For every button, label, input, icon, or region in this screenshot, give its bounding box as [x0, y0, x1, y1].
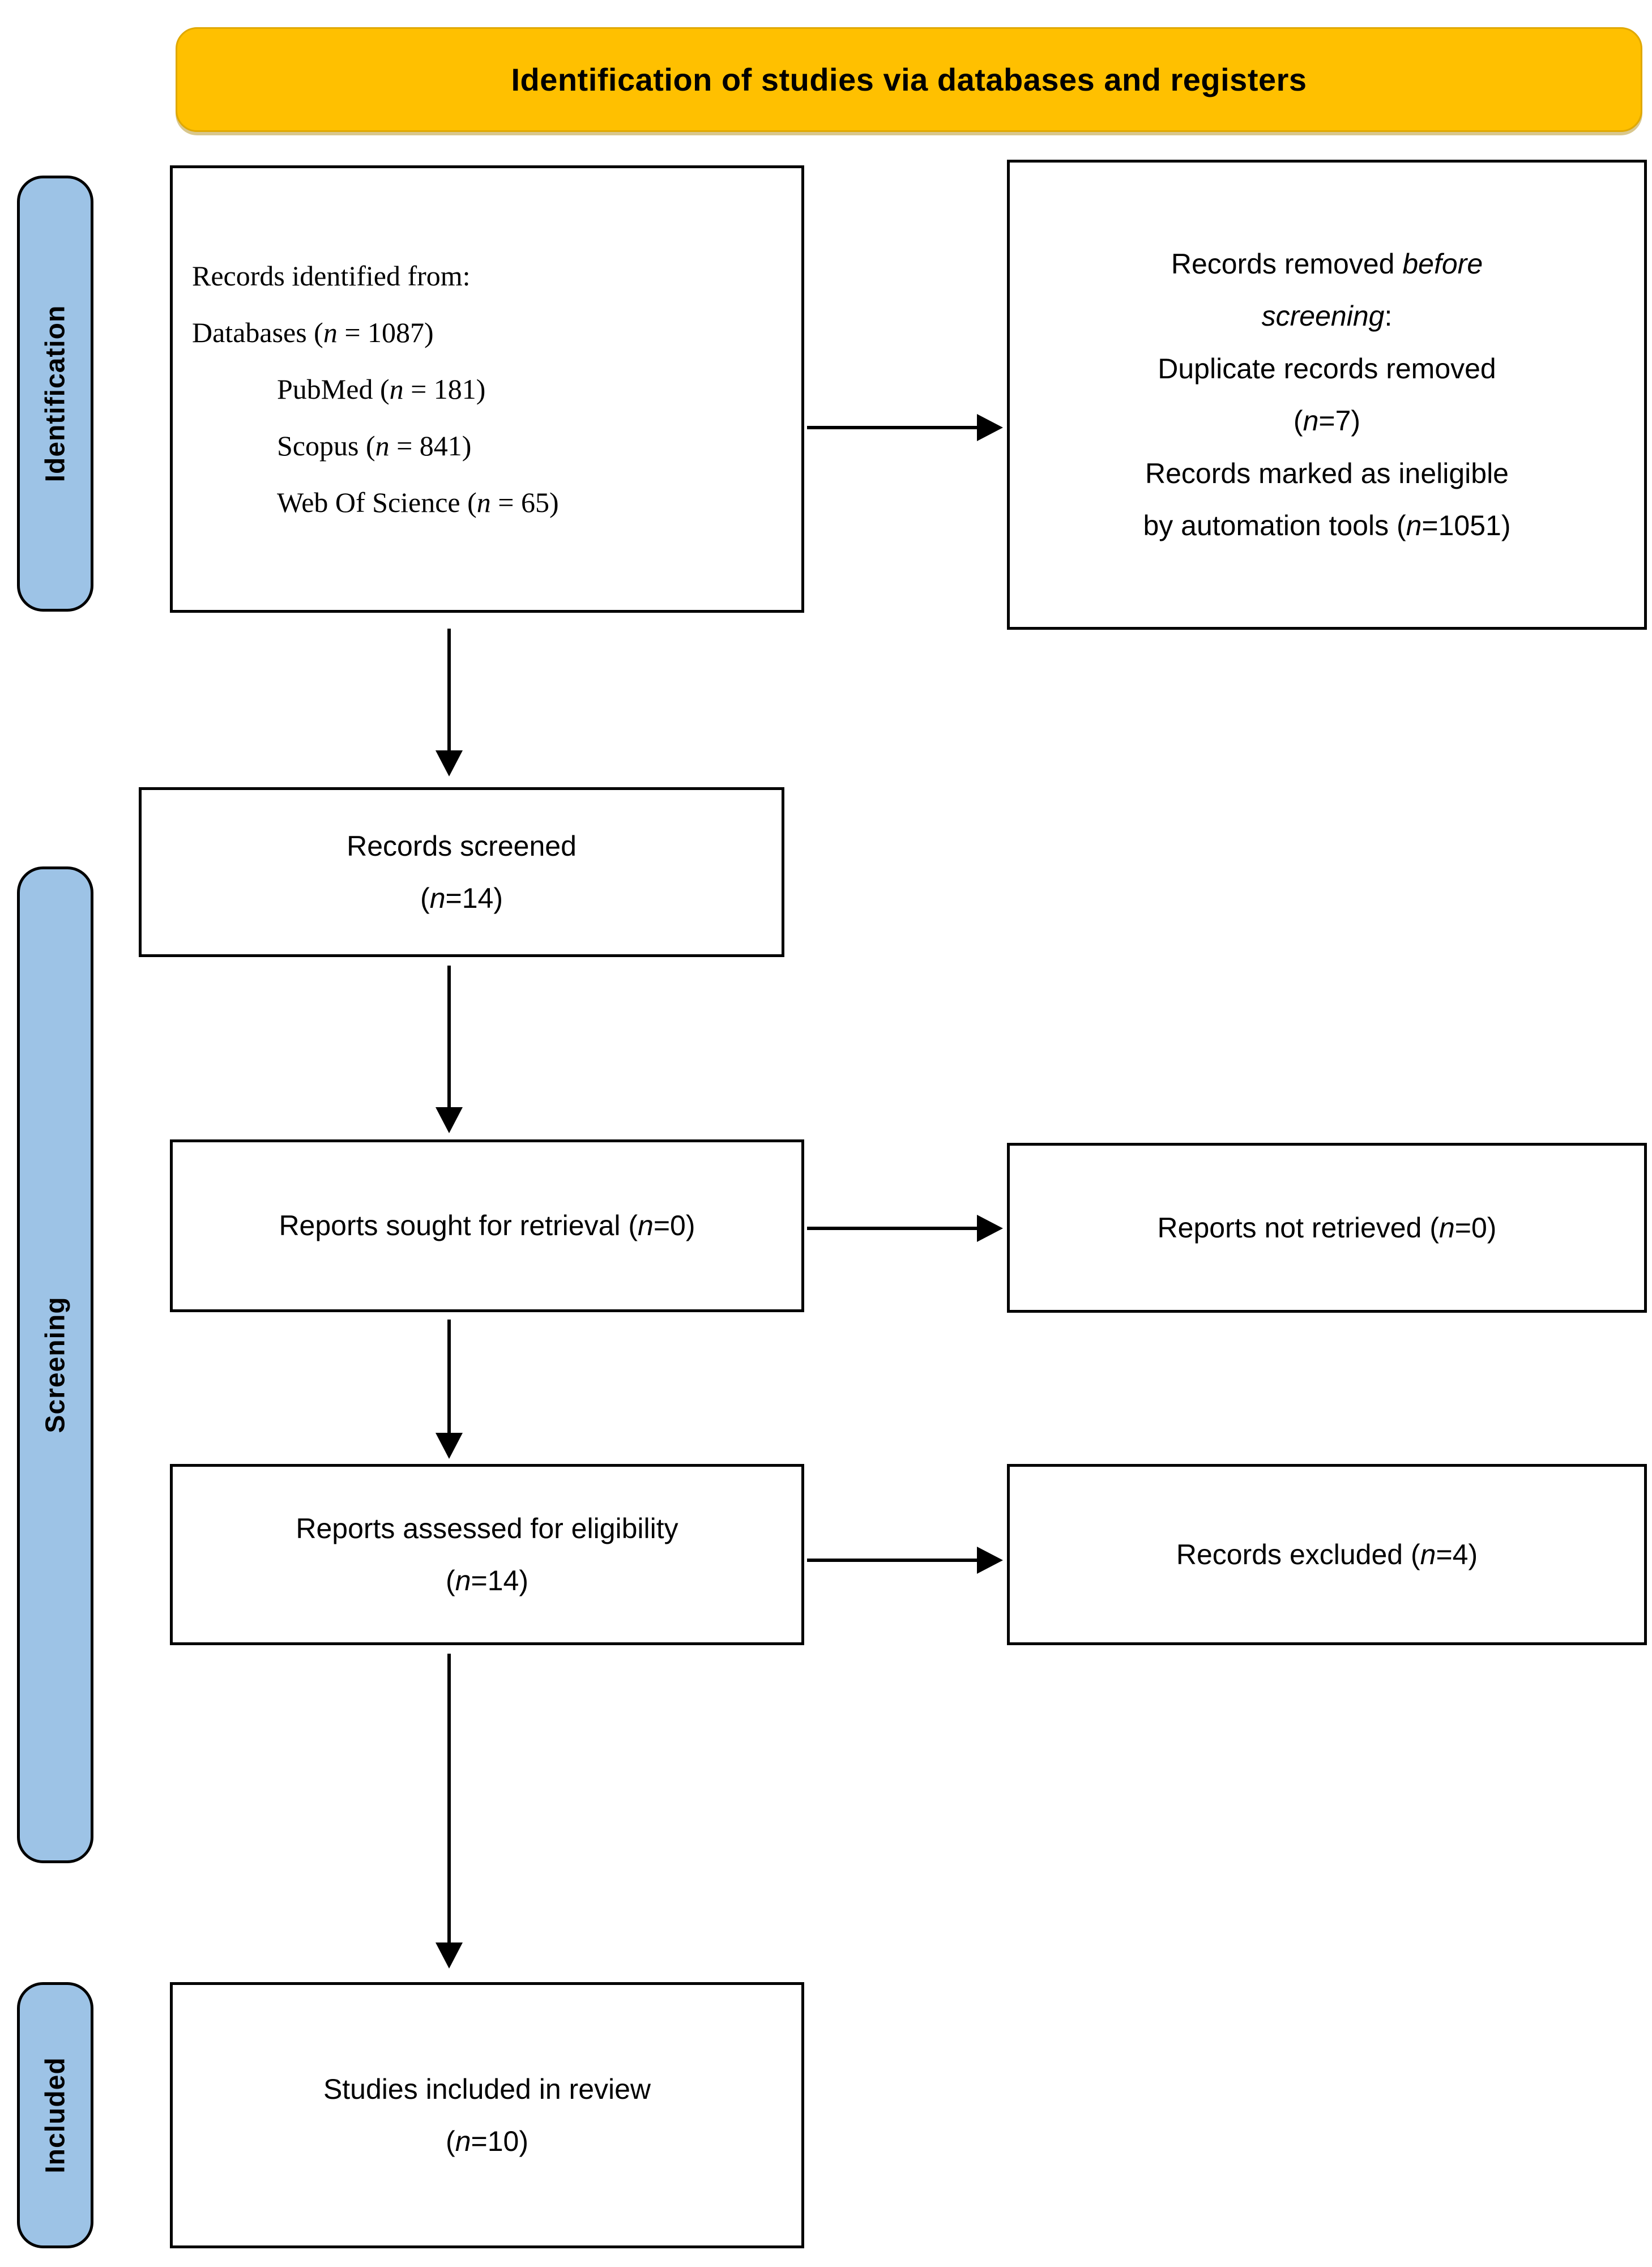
records-removed-heading-line1: Records removed before — [1029, 238, 1625, 291]
box-records-screened: Records screened (n=14) — [139, 787, 784, 957]
arrow-shaft — [447, 629, 451, 750]
arrow-head — [977, 1547, 1003, 1574]
arrow-shaft — [447, 966, 451, 1107]
records-identified-source-scopus: Scopus (n = 841) — [277, 430, 472, 462]
reports-sought-label: Reports sought for retrieval (n=0) — [279, 1210, 695, 1242]
arrow-shaft — [447, 1654, 451, 1942]
stage-label-included-text: Included — [40, 2057, 70, 2174]
diagram-title: Identification of studies via databases … — [511, 62, 1307, 97]
box-records-removed: Records removed before screening: Duplic… — [1007, 160, 1647, 630]
records-identified-heading: Records identified from: — [192, 260, 471, 292]
reports-assessed-count: (n=14) — [446, 1565, 528, 1596]
records-removed-heading-line2: screening: — [1029, 290, 1625, 343]
arrow-head — [436, 1433, 463, 1459]
records-excluded-label: Records excluded (n=4) — [1176, 1538, 1478, 1570]
records-removed-prefix: Records removed — [1171, 247, 1403, 280]
records-removed-before-italic: before — [1402, 247, 1483, 280]
records-identified-source-pubmed: PubMed (n = 181) — [277, 373, 486, 405]
records-ineligible-label: Records marked as ineligible — [1145, 457, 1509, 489]
reports-assessed-label: Reports assessed for eligibility — [296, 1512, 678, 1544]
records-screened-label: Records screened — [347, 830, 577, 862]
records-removed-colon: : — [1384, 300, 1393, 332]
arrow-shaft — [807, 1559, 977, 1562]
box-reports-assessed: Reports assessed for eligibility (n=14) — [170, 1464, 804, 1645]
arrow-shaft — [447, 1320, 451, 1433]
records-identified-databases: Databases (n = 1087) — [192, 317, 434, 348]
arrow-head — [977, 1215, 1003, 1242]
records-ineligible-count: by automation tools (n=1051) — [1143, 510, 1511, 541]
arrow-head — [436, 1107, 463, 1133]
box-reports-sought: Reports sought for retrieval (n=0) — [170, 1139, 804, 1312]
box-reports-not-retrieved: Reports not retrieved (n=0) — [1007, 1143, 1647, 1313]
records-identified-source-wos: Web Of Science (n = 65) — [277, 486, 559, 518]
arrow-head — [436, 1942, 463, 1969]
arrow-shaft — [807, 1227, 977, 1230]
box-records-excluded: Records excluded (n=4) — [1007, 1464, 1647, 1645]
stage-label-included: Included — [17, 1982, 93, 2248]
studies-included-label: Studies included in review — [323, 2073, 651, 2105]
studies-included-count: (n=10) — [446, 2125, 528, 2157]
arrow-shaft — [807, 426, 977, 429]
stage-label-screening-text: Screening — [40, 1296, 70, 1433]
duplicate-records-removed-label: Duplicate records removed — [1158, 352, 1496, 385]
arrow-head — [977, 414, 1003, 441]
arrow-head — [436, 750, 463, 776]
stage-label-screening: Screening — [17, 866, 93, 1863]
stage-label-identification: Identification — [17, 176, 93, 612]
reports-not-retrieved-label: Reports not retrieved (n=0) — [1157, 1211, 1497, 1244]
records-screened-count: (n=14) — [420, 882, 503, 914]
records-removed-screening-italic: screening — [1261, 300, 1385, 332]
stage-label-identification-text: Identification — [40, 305, 70, 483]
diagram-header-banner: Identification of studies via databases … — [176, 27, 1642, 132]
box-records-identified: Records identified from: Databases (n = … — [170, 165, 804, 613]
box-studies-included: Studies included in review (n=10) — [170, 1982, 804, 2248]
duplicate-records-removed-count: (n=7) — [1293, 405, 1361, 437]
